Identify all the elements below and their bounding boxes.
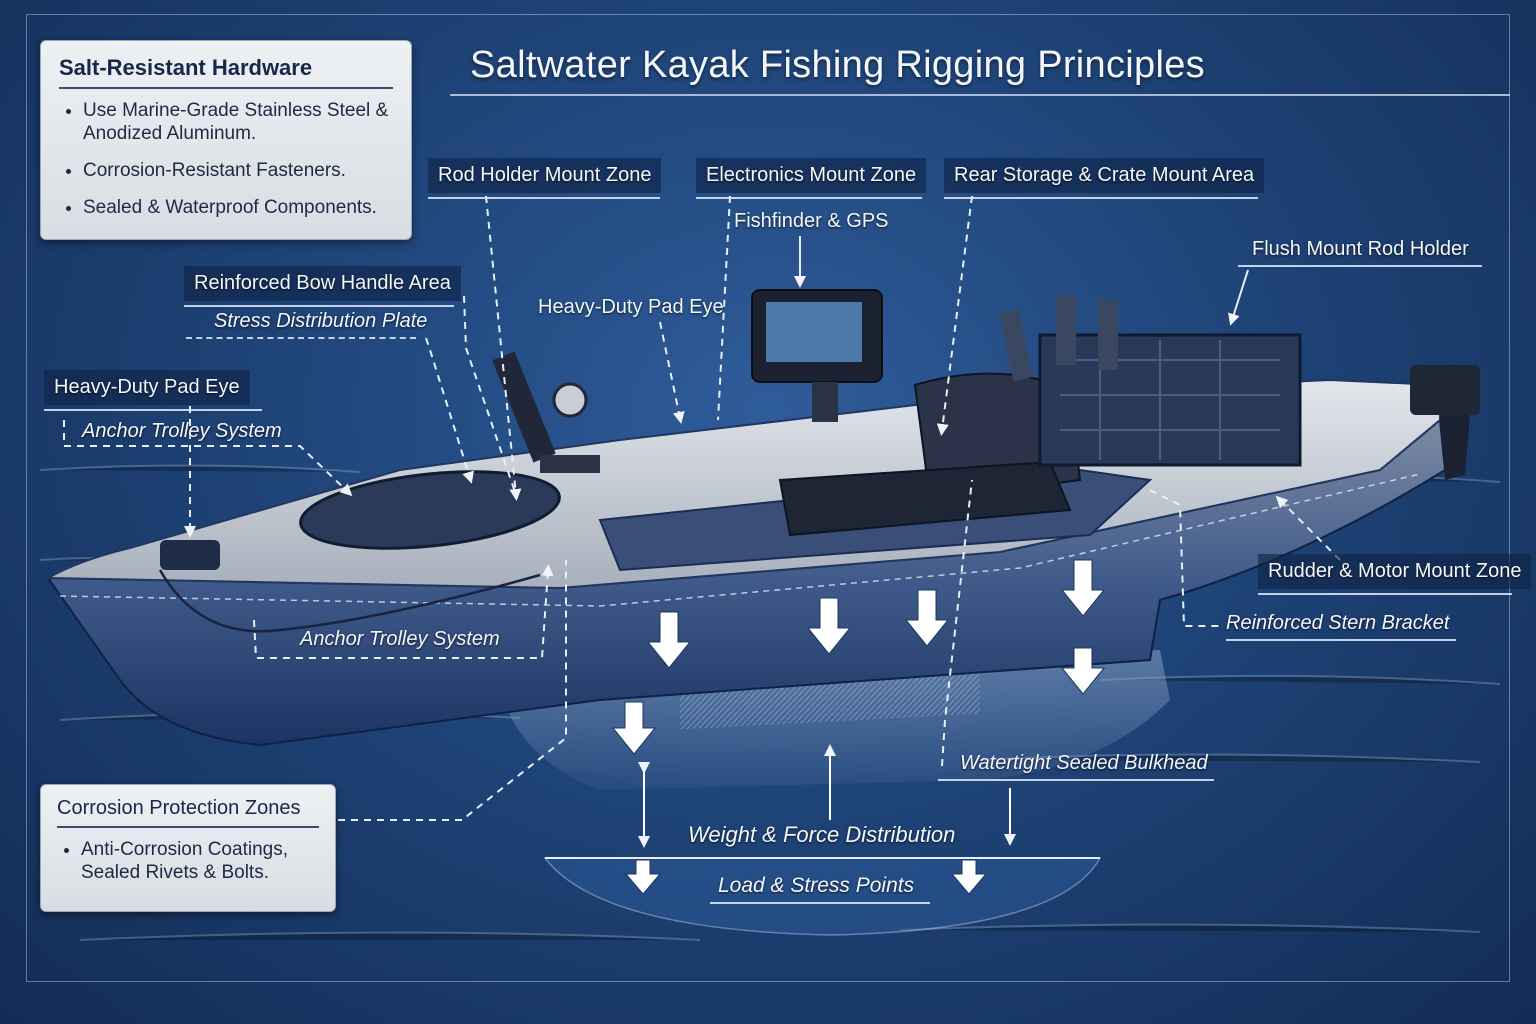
label-text: Stress Distribution Plate [214, 310, 428, 332]
label-text: Heavy-Duty Pad Eye [54, 376, 240, 398]
fishfinder-unit [751, 289, 883, 422]
label-rod-holder-zone: Rod Holder Mount Zone [428, 158, 662, 199]
hardware-list: Use Marine-Grade Stainless Steel & Anodi… [59, 99, 393, 219]
hardware-item: Sealed & Waterproof Components. [83, 196, 393, 219]
hardware-item: Use Marine-Grade Stainless Steel & Anodi… [83, 99, 393, 145]
label-text: Electronics Mount Zone [706, 164, 917, 186]
title-rule [450, 94, 1510, 96]
label-anchor-lower: Anchor Trolley System [300, 628, 500, 651]
hardware-item: Corrosion-Resistant Fasteners. [83, 159, 393, 182]
label-rear-storage: Rear Storage & Crate Mount Area [944, 158, 1265, 199]
storage-crate [998, 295, 1302, 467]
label-bow-handle: Reinforced Bow Handle Area [184, 266, 461, 307]
label-text: Fishfinder & GPS [734, 210, 889, 232]
label-text: Rear Storage & Crate Mount Area [954, 164, 1255, 186]
label-load: Load & Stress Points [710, 874, 930, 904]
label-text: Rudder & Motor Mount Zone [1268, 560, 1522, 582]
label-stern-bracket: Reinforced Stern Bracket [1226, 612, 1456, 641]
label-fishfinder: Fishfinder & GPS [734, 210, 889, 233]
corrosion-divider [57, 826, 319, 828]
bow-handle [160, 540, 220, 570]
force-arrows [611, 559, 1106, 895]
label-pad-eye-mid: Heavy-Duty Pad Eye [538, 296, 724, 319]
label-stress-plate: Stress Distribution Plate [186, 310, 428, 339]
corrosion-item: Anti-Corrosion Coatings, Sealed Rivets &… [81, 838, 311, 884]
kayak-hull-side [46, 418, 1447, 747]
label-rudder: Rudder & Motor Mount Zone [1258, 554, 1532, 595]
label-flush-rod: Flush Mount Rod Holder [1238, 238, 1482, 267]
label-text: Reinforced Stern Bracket [1226, 612, 1450, 634]
label-text: Load & Stress Points [718, 874, 915, 897]
label-anchor-upper: Anchor Trolley System [82, 420, 282, 443]
label-weight: Weight & Force Distribution [688, 822, 955, 848]
corrosion-list: Anti-Corrosion Coatings, Sealed Rivets &… [57, 838, 319, 884]
label-text: Watertight Sealed Bulkhead [960, 752, 1208, 774]
label-electronics-zone: Electronics Mount Zone [696, 158, 927, 199]
corrosion-heading: Corrosion Protection Zones [57, 797, 301, 819]
label-text: Flush Mount Rod Holder [1252, 238, 1469, 260]
label-text: Anchor Trolley System [300, 628, 500, 650]
label-text: Rod Holder Mount Zone [438, 164, 652, 186]
hardware-panel: Salt-Resistant Hardware Use Marine-Grade… [40, 40, 412, 240]
bow-hatch [299, 470, 561, 550]
label-bulkhead: Watertight Sealed Bulkhead [938, 752, 1214, 781]
leader-lines [63, 195, 1341, 821]
corrosion-panel: Corrosion Protection Zones Anti-Corrosio… [40, 784, 336, 912]
hardware-heading: Salt-Resistant Hardware [59, 55, 313, 80]
label-pad-eye-left: Heavy-Duty Pad Eye [44, 370, 262, 411]
rudder-mount [1410, 365, 1480, 480]
label-text: Weight & Force Distribution [688, 822, 956, 847]
label-text: Reinforced Bow Handle Area [194, 272, 451, 294]
hardware-divider [59, 87, 393, 89]
rod-holder [492, 351, 600, 473]
page-title: Saltwater Kayak Fishing Rigging Principl… [470, 44, 1205, 86]
label-text: Anchor Trolley System [82, 420, 282, 442]
label-text: Heavy-Duty Pad Eye [538, 296, 724, 318]
